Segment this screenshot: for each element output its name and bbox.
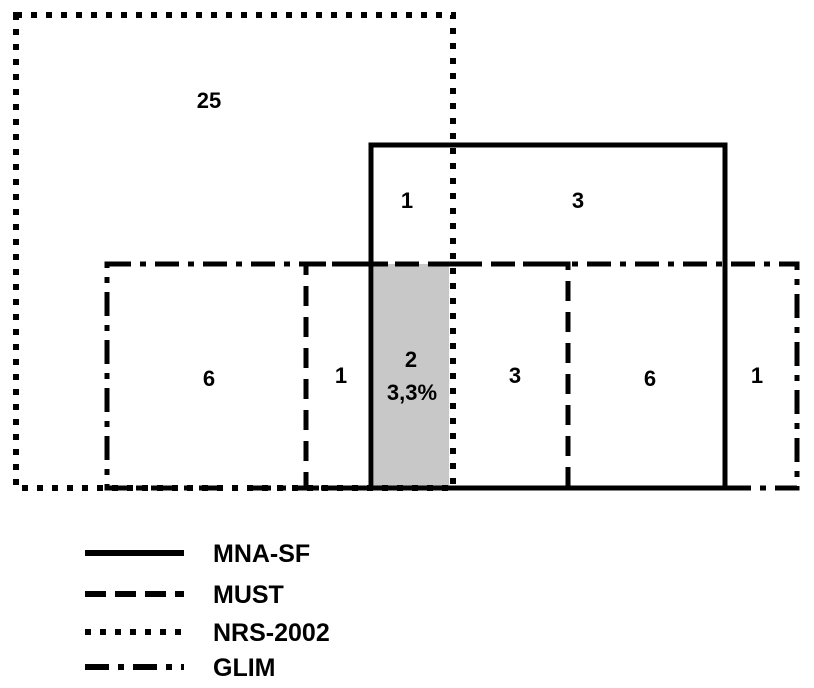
legend-mna-sf-label: MNA-SF xyxy=(213,540,310,568)
region-glim-mna-label: 1 xyxy=(751,363,763,388)
glim-box xyxy=(104,261,800,491)
region-glim-only-label: 6 xyxy=(203,366,215,391)
legend-glim-label: GLIM xyxy=(213,654,276,682)
legend-must-label: MUST xyxy=(213,581,284,609)
region-all-four-percent-label: 3,3% xyxy=(387,380,437,405)
region-glim-nrs-must-label: 3 xyxy=(509,363,521,388)
intersection-highlight xyxy=(374,264,449,488)
region-nrs-only-label: 25 xyxy=(197,88,221,113)
region-must-glim-label: 1 xyxy=(335,363,347,388)
region-all-four-count-label: 2 xyxy=(405,347,417,372)
region-mna-glim-must-label: 6 xyxy=(644,366,656,391)
legend-nrs-2002-label: NRS-2002 xyxy=(213,619,330,647)
must-box xyxy=(303,261,571,491)
legend: MNA-SF MUST NRS-2002 GLIM xyxy=(85,540,330,682)
region-mna-only-label: 3 xyxy=(572,188,584,213)
region-mna-nrs-label: 1 xyxy=(401,188,413,213)
